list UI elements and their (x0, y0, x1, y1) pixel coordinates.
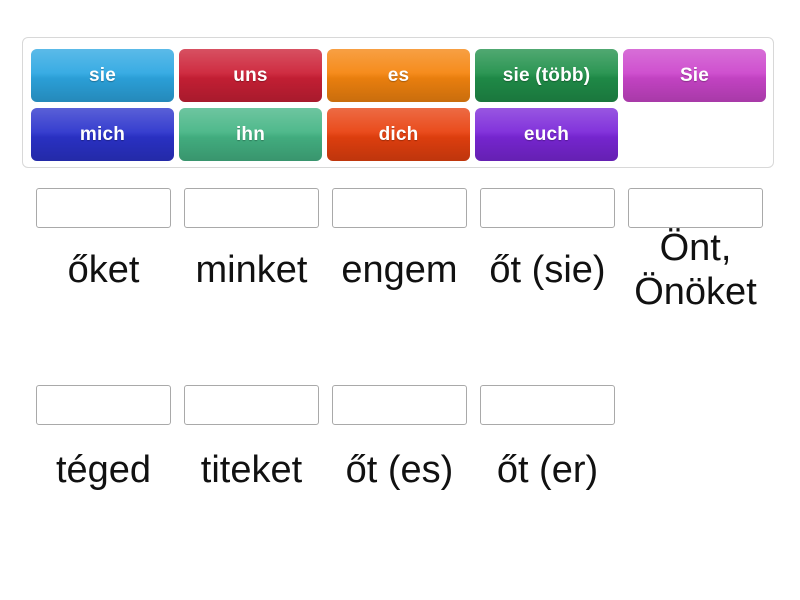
word-tile-label: dich (378, 123, 419, 145)
word-bank-row-1: sie uns es sie (több) Sie (31, 49, 767, 105)
dropzone-ot-er[interactable] (480, 385, 615, 425)
dropzone-row-2 (36, 385, 615, 425)
word-tile-sie[interactable]: sie (31, 49, 174, 102)
word-tile-sie-tobb[interactable]: sie (több) (475, 49, 618, 102)
word-tile-sie-formal[interactable]: Sie (623, 49, 766, 102)
word-tile-label: sie (több) (502, 64, 591, 86)
answer-label-ont-onoket: Önt, Önöket (634, 227, 757, 313)
answer-label-ot-er: őt (er) (496, 449, 599, 491)
answer-label-minket: minket (195, 249, 308, 291)
word-tile-label: euch (523, 123, 570, 145)
answer-label-oket: őket (67, 249, 140, 291)
word-tile-label: uns (233, 64, 268, 86)
word-tile-ihn[interactable]: ihn (179, 108, 322, 161)
answer-label-row-2: téged titeket őt (es) őt (er) (36, 448, 615, 492)
dropzone-teged[interactable] (36, 385, 171, 425)
word-bank-container: sie uns es sie (több) Sie mich ihn dich … (22, 37, 774, 168)
word-tile-label: sie (88, 64, 116, 86)
dropzone-ot-sie[interactable] (480, 188, 615, 228)
dropzone-titeket[interactable] (184, 385, 319, 425)
word-tile-mich[interactable]: mich (31, 108, 174, 161)
answer-label-ot-sie: őt (sie) (489, 249, 606, 291)
word-tile-euch[interactable]: euch (475, 108, 618, 161)
dropzone-minket[interactable] (184, 188, 319, 228)
word-tile-uns[interactable]: uns (179, 49, 322, 102)
answer-label-teged: téged (55, 449, 152, 491)
word-tile-label: ihn (235, 123, 266, 145)
dropzone-ont-onoket[interactable] (628, 188, 763, 228)
answer-label-ot-es: őt (es) (345, 449, 454, 491)
answer-label-titeket: titeket (200, 449, 303, 491)
dropzone-oket[interactable] (36, 188, 171, 228)
dropzone-ot-es[interactable] (332, 385, 467, 425)
word-bank-row-2: mich ihn dich euch (31, 108, 767, 164)
answer-label-row-1: őket minket engem őt (sie) Önt, Önöket (36, 227, 763, 336)
word-tile-es[interactable]: es (327, 49, 470, 102)
word-tile-dich[interactable]: dich (327, 108, 470, 161)
dropzone-engem[interactable] (332, 188, 467, 228)
word-tile-label: mich (79, 123, 126, 145)
word-tile-label: es (387, 64, 410, 86)
word-tile-empty-slot (623, 108, 766, 161)
word-tile-label: Sie (679, 64, 710, 86)
answer-label-engem: engem (341, 249, 458, 291)
dropzone-row-1 (36, 188, 763, 228)
